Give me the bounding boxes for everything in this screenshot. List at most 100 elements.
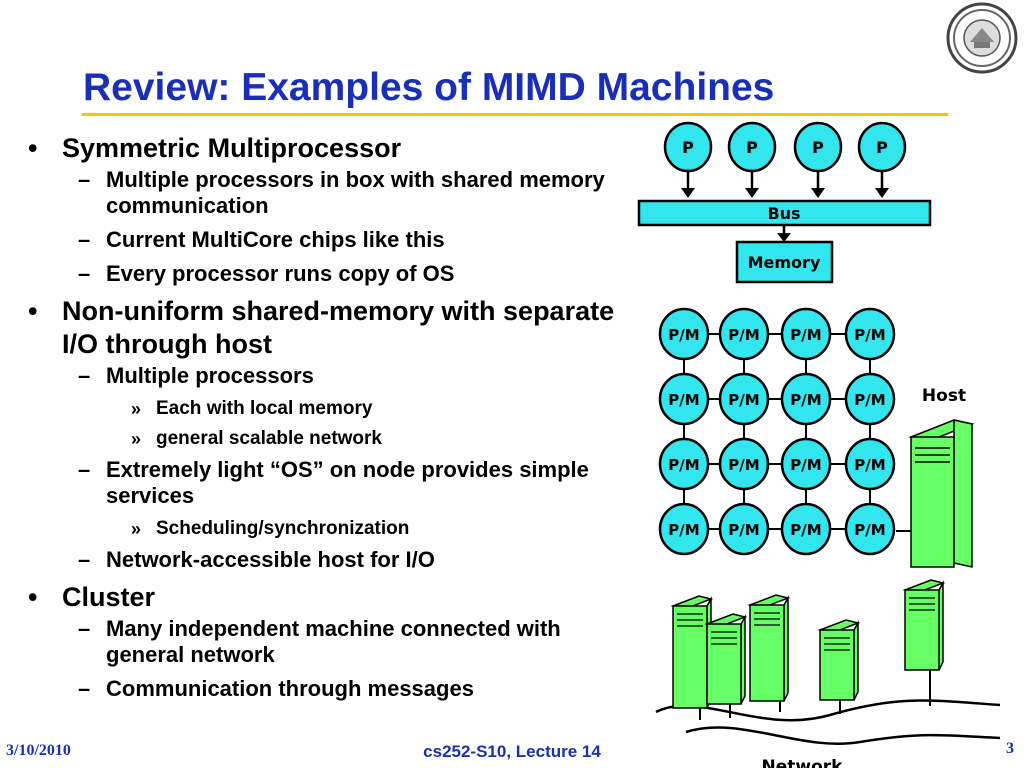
network-label: Network (762, 757, 844, 768)
chevron-marker: » (131, 399, 142, 419)
pm-node-label: P/M (854, 391, 885, 409)
pm-node-label: P/M (668, 326, 699, 344)
processor-label: P (876, 138, 888, 157)
dash-marker: – (78, 676, 91, 701)
cluster-server-icon (817, 619, 861, 714)
pm-node: P/M (780, 502, 832, 556)
bullet-text: Cluster (62, 582, 156, 612)
sub-bullet-item: –Current MultiCore chips like this (28, 227, 638, 253)
bullet-text: Symmetric Multiprocessor (62, 133, 402, 163)
pm-node: P/M (780, 307, 832, 361)
cluster-server-icon (704, 613, 748, 718)
cluster-diagram: Network (655, 579, 1001, 768)
sub-bullet-text: Multiple processors (106, 363, 314, 388)
bullet-marker: • (28, 296, 38, 326)
dash-marker: – (78, 227, 91, 252)
pm-node-label: P/M (728, 391, 759, 409)
sub-bullet-text: Every processor runs copy of OS (106, 261, 455, 286)
processor-label: P (682, 138, 694, 157)
sub-bullet-text: Communication through messages (106, 676, 474, 701)
cluster-servers (670, 579, 946, 720)
sub-sub-bullet-text: Scheduling/synchronization (156, 518, 410, 539)
sub-bullet-item: –Network-accessible host for I/O (28, 547, 638, 573)
pm-node: P/M (780, 372, 832, 426)
sub-sub-bullet-text: general scalable network (156, 428, 382, 449)
sub-bullet-item: –Multiple processors in box with shared … (28, 167, 638, 219)
bullet-list: •Symmetric Multiprocessor –Multiple proc… (28, 132, 638, 710)
pm-node: P/M (718, 372, 770, 426)
dash-marker: – (78, 261, 91, 286)
bullet-item: •Non-uniform shared-memory with separate… (28, 295, 638, 361)
sub-bullet-item: –Communication through messages (28, 676, 638, 702)
footer-course: cs252-S10, Lecture 14 (423, 742, 601, 761)
pm-node: P/M (844, 307, 896, 361)
processor-node: P (857, 121, 907, 198)
dash-marker: – (78, 457, 91, 482)
pm-node: P/M (658, 437, 710, 491)
pm-node: P/M (844, 372, 896, 426)
host-label: Host (922, 386, 966, 406)
host-server-icon (908, 419, 975, 568)
university-seal-logo (946, 2, 1018, 74)
sub-bullet-text: Multiple processors in box with shared m… (106, 167, 605, 218)
processor-node: P (727, 121, 777, 198)
pm-node: P/M (658, 307, 710, 361)
mesh-diagram: P/M P/M P/M P/M P/M P/M P/M P/M P/M P/M P/M P/M P/M P… (658, 307, 966, 556)
processor-node: P (793, 121, 843, 198)
chevron-marker: » (131, 519, 142, 539)
sub-bullet-item: –Extremely light “OS” on node provides s… (28, 457, 638, 509)
pm-node-label: P/M (728, 521, 759, 539)
pm-node-label: P/M (790, 456, 821, 474)
pm-node-label: P/M (728, 456, 759, 474)
pm-node-label: P/M (854, 456, 885, 474)
processor-label: P (746, 138, 758, 157)
bullet-item: • Cluster (28, 581, 638, 614)
footer-date: 3/10/2010 (6, 742, 71, 759)
pm-node-label: P/M (790, 391, 821, 409)
memory-label: Memory (748, 253, 821, 272)
slide-title: Review: Examples of MIMD Machines (83, 66, 775, 109)
bullet-marker: • (28, 582, 38, 612)
chevron-marker: » (131, 429, 142, 449)
cluster-server-icon (747, 594, 791, 712)
smp-diagram: P P P P Bus Memory (637, 121, 932, 284)
bus-label: Bus (767, 204, 800, 223)
pm-node: P/M (658, 502, 710, 556)
sub-bullet-text: Network-accessible host for I/O (106, 547, 435, 572)
pm-node-label: P/M (854, 326, 885, 344)
dash-marker: – (78, 167, 91, 192)
pm-node-label: P/M (668, 521, 699, 539)
pm-node-label: P/M (728, 326, 759, 344)
sub-bullet-text: Current MultiCore chips like this (106, 227, 445, 252)
cluster-server-icon (902, 579, 946, 706)
pm-node-label: P/M (790, 521, 821, 539)
pm-node: P/M (718, 437, 770, 491)
dash-marker: – (78, 547, 91, 572)
sub-bullet-text: Many independent machine connected with … (106, 616, 561, 667)
cluster-server-icon (670, 595, 714, 720)
sub-bullet-item: –Many independent machine connected with… (28, 616, 638, 668)
bullet-item: •Symmetric Multiprocessor (28, 132, 638, 165)
sub-bullet-text: Extremely light “OS” on node provides si… (106, 457, 589, 508)
sub-bullet-item: –Multiple processors (28, 363, 638, 389)
processor-label: P (812, 138, 824, 157)
sub-sub-bullet-item: » general scalable network (28, 427, 638, 451)
pm-node: P/M (718, 307, 770, 361)
pm-node-label: P/M (668, 391, 699, 409)
memory-box (735, 240, 834, 284)
title-divider (82, 113, 948, 116)
dash-marker: – (78, 363, 91, 388)
page-number: 3 (1006, 740, 1014, 757)
pm-node: P/M (844, 502, 896, 556)
sub-bullet-item: –Every processor runs copy of OS (28, 261, 638, 287)
sub-sub-bullet-item: » Each with local memory (28, 397, 638, 421)
dash-marker: – (78, 616, 91, 641)
pm-node: P/M (780, 437, 832, 491)
sub-sub-bullet-text: Each with local memory (156, 398, 373, 419)
mesh-nodes: P/M P/M P/M P/M P/M P/M P/M P/M P/M P/M P/M P/M P/M P… (658, 307, 896, 556)
pm-node: P/M (658, 372, 710, 426)
pm-node: P/M (844, 437, 896, 491)
pm-node-label: P/M (790, 326, 821, 344)
pm-node: P/M (718, 502, 770, 556)
